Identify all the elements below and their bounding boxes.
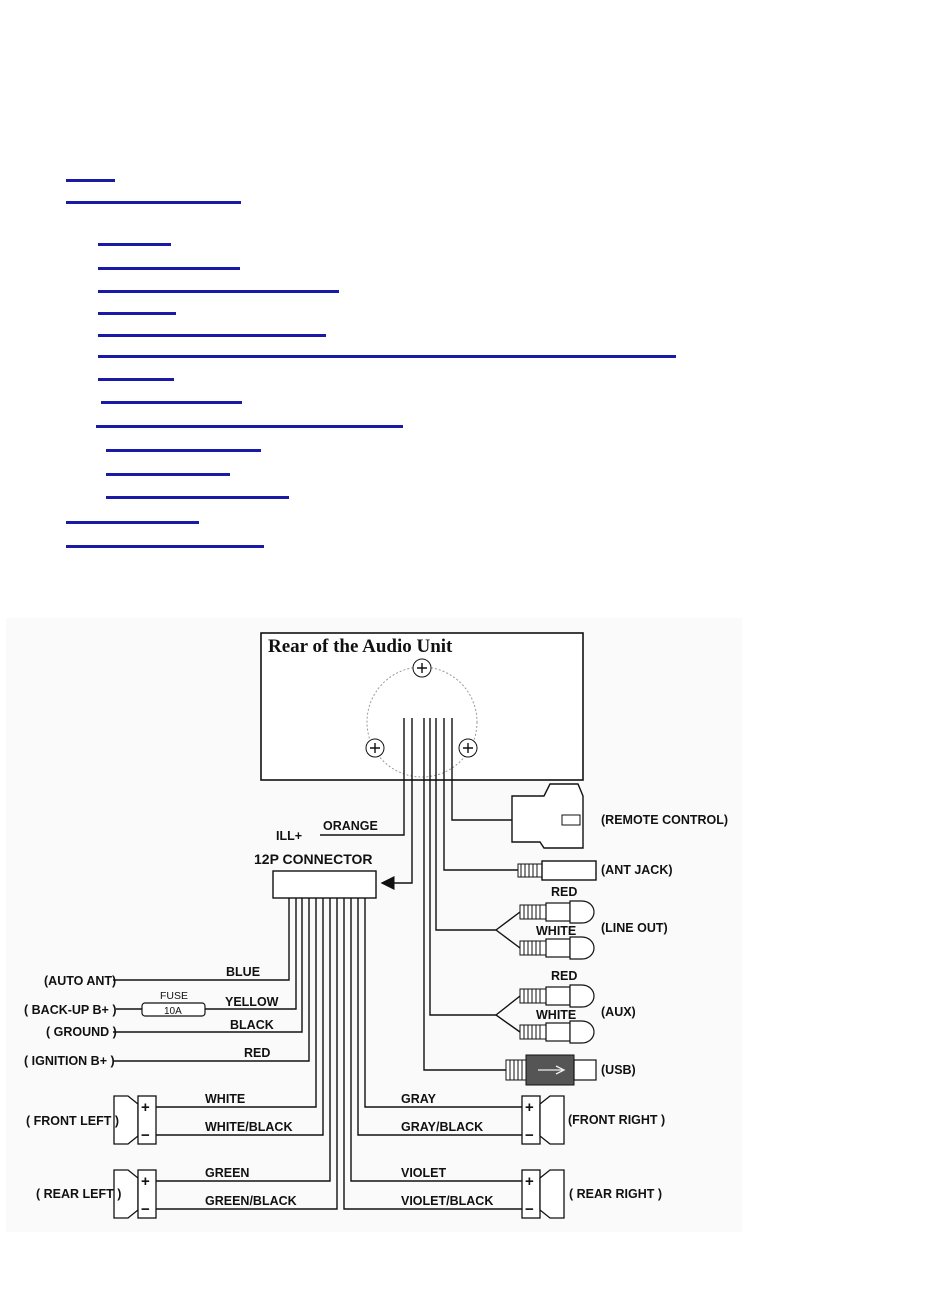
toc-link-9[interactable] bbox=[98, 378, 174, 381]
remote-control-label: (REMOTE CONTROL) bbox=[601, 813, 728, 827]
fuse bbox=[141, 1002, 206, 1017]
wire-label-orange: ORANGE bbox=[323, 819, 378, 833]
connector-wires bbox=[113, 898, 522, 1210]
front-right-minus: − bbox=[525, 1127, 534, 1144]
usb-plug bbox=[505, 1054, 597, 1086]
screw-icon-left bbox=[365, 738, 385, 758]
audio-unit-title: Rear of the Audio Unit bbox=[268, 636, 453, 657]
toc-link-10[interactable] bbox=[101, 401, 242, 404]
toc-link-12[interactable] bbox=[106, 449, 261, 452]
line-out-white-label: WHITE bbox=[536, 924, 576, 938]
rear-left-minus: − bbox=[141, 1201, 150, 1218]
aux-red-label: RED bbox=[551, 969, 577, 983]
rear-right-minus: − bbox=[525, 1201, 534, 1218]
toc-link-3[interactable] bbox=[98, 243, 171, 246]
speaker-rear-right bbox=[521, 1169, 565, 1219]
wire-label-violet: VIOLET bbox=[401, 1166, 447, 1180]
wire-label-red: RED bbox=[244, 1046, 270, 1060]
audio-unit-rear bbox=[260, 632, 584, 781]
line-out-rca bbox=[495, 900, 595, 960]
speaker-rear-left bbox=[113, 1169, 157, 1219]
12p-connector bbox=[272, 870, 377, 899]
remote-connector bbox=[511, 783, 584, 849]
screw-icon-top bbox=[412, 658, 432, 678]
toc-link-7[interactable] bbox=[98, 334, 326, 337]
aux-label: (AUX) bbox=[601, 1005, 636, 1019]
wire-label-black: BLACK bbox=[230, 1018, 274, 1032]
fuse-label: FUSE bbox=[160, 990, 188, 1002]
toc-link-1[interactable] bbox=[66, 179, 115, 182]
rear-left-plus: + bbox=[141, 1173, 150, 1190]
wire-label-yellow: YELLOW bbox=[225, 995, 279, 1009]
toc-link-2[interactable] bbox=[66, 201, 241, 204]
toc-link-14[interactable] bbox=[106, 496, 289, 499]
ignition-label: ( IGNITION B+ ) bbox=[24, 1054, 115, 1068]
toc-link-16[interactable] bbox=[66, 545, 264, 548]
toc-link-4[interactable] bbox=[98, 267, 240, 270]
wire-label-green-black: GREEN/BLACK bbox=[205, 1194, 297, 1208]
backup-label: ( BACK-UP B+ ) bbox=[24, 1003, 116, 1017]
line-out-red-label: RED bbox=[551, 885, 577, 899]
wire-label-blue: BLUE bbox=[226, 965, 260, 979]
toc-link-11[interactable] bbox=[96, 425, 403, 428]
speaker-front-right bbox=[521, 1095, 565, 1145]
antenna-jack bbox=[517, 860, 597, 881]
ground-label: ( GROUND ) bbox=[46, 1025, 117, 1039]
front-right-plus: + bbox=[525, 1099, 534, 1116]
usb-icon bbox=[538, 1065, 566, 1075]
connector-title: 12P CONNECTOR bbox=[254, 851, 373, 867]
toc-link-15[interactable] bbox=[66, 521, 199, 524]
toc-link-6[interactable] bbox=[98, 312, 176, 315]
wire-label-gray-black: GRAY/BLACK bbox=[401, 1120, 483, 1134]
usb-label: (USB) bbox=[601, 1063, 636, 1077]
front-left-plus: + bbox=[141, 1099, 150, 1116]
ill-label: ILL+ bbox=[276, 829, 302, 843]
toc-link-8[interactable] bbox=[98, 355, 676, 358]
front-left-label: ( FRONT LEFT ) bbox=[26, 1114, 119, 1128]
front-right-label: (FRONT RIGHT ) bbox=[568, 1113, 665, 1127]
aux-rca bbox=[495, 984, 595, 1044]
wire-label-violet-black: VIOLET/BLACK bbox=[401, 1194, 493, 1208]
wire-label-white: WHITE bbox=[205, 1092, 245, 1106]
fuse-rating: 10A bbox=[164, 1006, 182, 1017]
wire-label-green: GREEN bbox=[205, 1166, 249, 1180]
toc-link-13[interactable] bbox=[106, 473, 230, 476]
auto-ant-label: (AUTO ANT) bbox=[44, 974, 116, 988]
unit-wires bbox=[320, 718, 518, 1071]
wire-label-gray: GRAY bbox=[401, 1092, 437, 1106]
ant-jack-label: (ANT JACK) bbox=[601, 863, 673, 877]
speaker-front-left bbox=[113, 1095, 157, 1145]
wire-label-white-black: WHITE/BLACK bbox=[205, 1120, 293, 1134]
rear-right-plus: + bbox=[525, 1173, 534, 1190]
mount-circle bbox=[366, 666, 478, 778]
toc-link-5[interactable] bbox=[98, 290, 339, 293]
rear-right-label: ( REAR RIGHT ) bbox=[569, 1187, 662, 1201]
aux-white-label: WHITE bbox=[536, 1008, 576, 1022]
front-left-minus: − bbox=[141, 1127, 150, 1144]
screw-icon-right bbox=[458, 738, 478, 758]
rear-left-label: ( REAR LEFT ) bbox=[36, 1187, 121, 1201]
line-out-label: (LINE OUT) bbox=[601, 921, 668, 935]
